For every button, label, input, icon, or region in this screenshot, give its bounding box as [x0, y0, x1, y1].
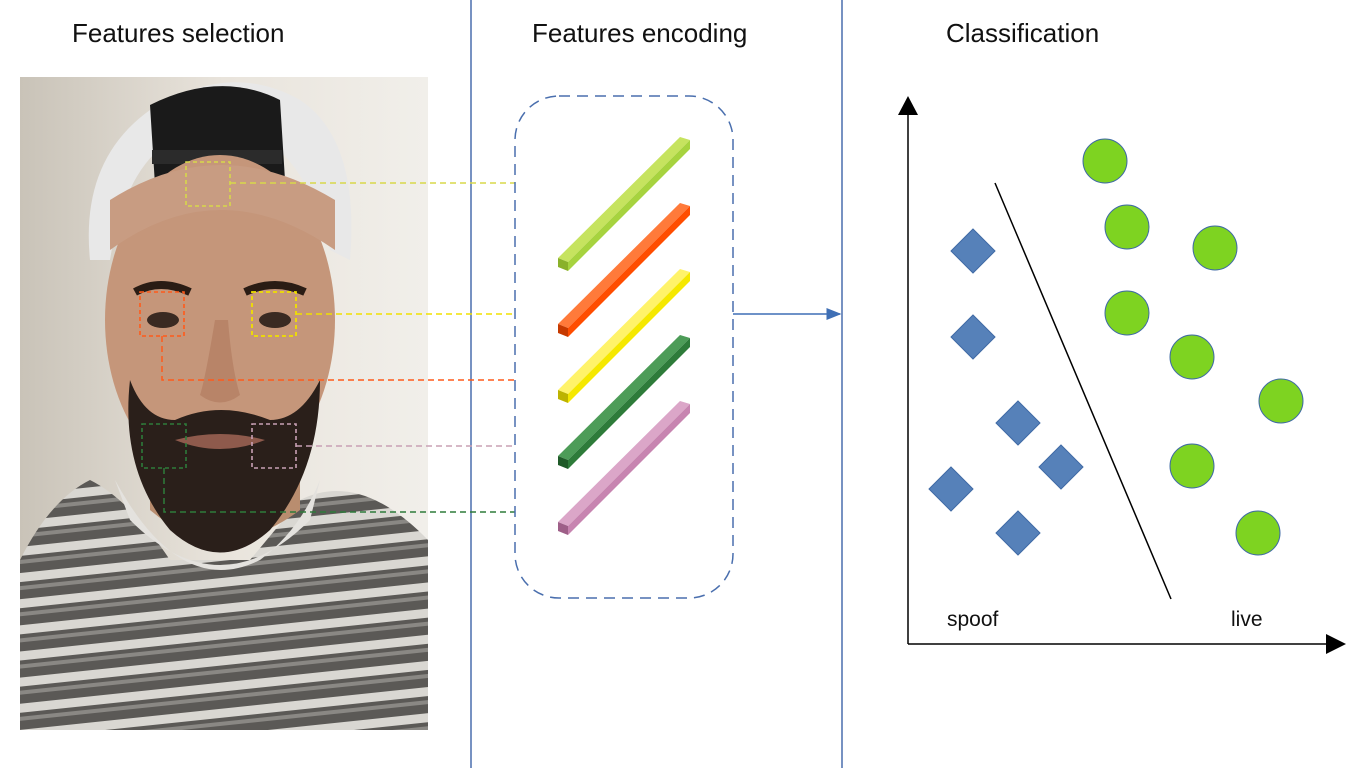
encoding-bar-4: [558, 335, 690, 469]
encoding-bar-2: [558, 203, 690, 337]
connector-left-eye: [161, 336, 515, 381]
encoding-bars: [558, 137, 690, 535]
spoof-marker: [995, 400, 1041, 446]
encoding-container: [514, 95, 734, 599]
spoof-marker: [1038, 444, 1084, 490]
spoof-marker: [995, 510, 1041, 556]
live-marker: [1104, 204, 1150, 250]
spoof-marker: [950, 228, 996, 274]
features-encoding-title: Features encoding: [532, 18, 748, 48]
live-marker: [1192, 225, 1238, 271]
features-selection-title: Features selection: [72, 18, 285, 48]
face-photo: [20, 77, 428, 730]
live-marker: [1104, 290, 1150, 336]
selection-box-forehead: [185, 161, 231, 207]
connector-left-cheek: [163, 468, 515, 513]
live-marker: [1235, 510, 1281, 556]
live-marker: [1169, 443, 1215, 489]
x-axis-arrowhead: [1326, 634, 1346, 654]
live-label: live: [1231, 608, 1263, 631]
spoof-marker: [928, 466, 974, 512]
encoding-bar-1: [558, 137, 690, 271]
spoof-marker: [950, 314, 996, 360]
live-marker: [1258, 378, 1304, 424]
spoof-label: spoof: [947, 608, 999, 631]
selection-box-left-eye: [139, 291, 185, 337]
live-marker: [1082, 138, 1128, 184]
y-axis-arrowhead: [898, 96, 918, 115]
encoding-bar-5: [558, 401, 690, 535]
decision-boundary: [994, 182, 1172, 600]
selection-box-left-cheek: [141, 423, 187, 469]
encoding-bar-3: [558, 269, 690, 403]
live-marker: [1169, 334, 1215, 380]
classification-title: Classification: [946, 18, 1100, 48]
